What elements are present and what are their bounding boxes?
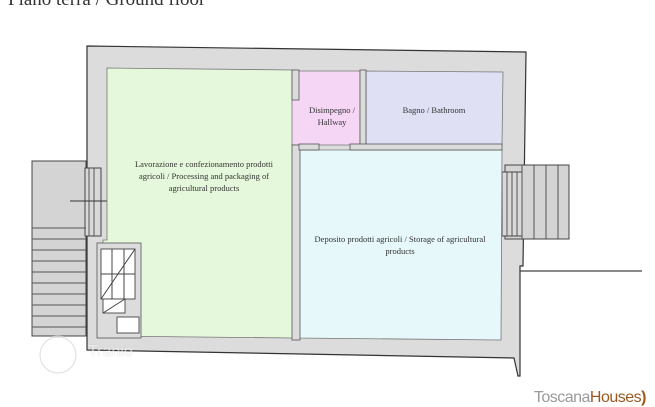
- interior-stair: [96, 242, 142, 339]
- floor-title: Piano terra / Ground floor: [8, 0, 205, 11]
- watermark: Tranio: [36, 334, 146, 376]
- room-label-storage: Deposito prodotti agricoli / Storage of …: [314, 234, 486, 256]
- logo-text-part1: Toscana: [533, 389, 591, 406]
- right-staircase: [501, 164, 570, 240]
- room-label-processing: Lavorazione e confezionamento prodotti a…: [134, 159, 274, 193]
- left-staircase: [31, 160, 122, 337]
- watermark-text: Tranio: [88, 343, 133, 360]
- room-label-bathroom: Bagno / Bathroom: [402, 105, 466, 115]
- logo-mark: ): [641, 389, 646, 406]
- logo-text-part2: Houses: [589, 389, 642, 406]
- brand-logo: ToscanaHouses): [533, 389, 647, 407]
- watermark-logo-icon: [38, 335, 78, 375]
- room-label-hallway: Disimpegno / Hallway: [308, 105, 356, 127]
